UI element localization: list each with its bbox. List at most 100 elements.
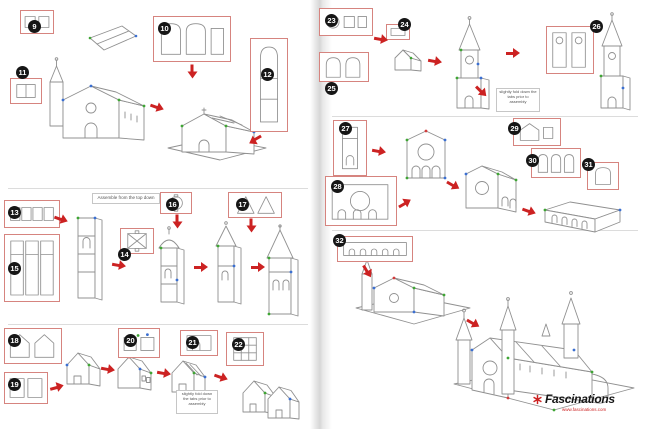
step-13-badge: 13 <box>8 206 21 219</box>
church-stage-1-drawing <box>38 52 152 142</box>
small-house-drawing <box>390 42 426 74</box>
step-17-badge: 17 <box>236 198 249 211</box>
house-stage-2-drawing <box>110 344 156 394</box>
step-15-parts-drawing <box>10 240 54 296</box>
step-14-parts-drawing <box>127 230 147 252</box>
assembly-arrow-icon <box>100 363 116 376</box>
brand-url: www.fascinations.com <box>562 407 607 412</box>
houses-final-art <box>242 380 300 420</box>
church-stage-2-art <box>167 107 267 161</box>
page-gutter <box>310 0 332 429</box>
church-stage-1-art <box>49 57 146 141</box>
tower-final-art <box>266 224 299 317</box>
step-26-badge: 26 <box>590 20 603 33</box>
assembly-arrow-icon <box>49 380 65 394</box>
house-stage-2-art <box>117 355 153 391</box>
step-22-badge: 22 <box>232 338 245 351</box>
assembly-order-note: Assemble from the top down <box>92 193 160 204</box>
assembly-arrow-icon <box>427 55 443 68</box>
step-28-badge: 28 <box>331 180 344 193</box>
step-26-parts-box <box>546 26 594 74</box>
step-25-badge: 25 <box>325 82 338 95</box>
assembly-arrow-icon <box>251 262 265 273</box>
step-14-badge: 14 <box>118 248 131 261</box>
tower-final-drawing <box>256 224 306 318</box>
house-stage-1-art <box>65 352 101 387</box>
step-31-parts-drawing <box>595 167 611 185</box>
step-31-badge: 31 <box>582 158 595 171</box>
fascinations-logo-icon <box>533 394 542 404</box>
step-29-parts-drawing <box>519 123 554 141</box>
facade-wall-drawing <box>398 128 454 186</box>
step-21-parts-box <box>180 330 218 356</box>
step-14-parts-box <box>120 228 154 254</box>
assembly-arrow-icon <box>172 215 183 229</box>
step-29-badge: 29 <box>508 122 521 135</box>
tower-stage-3-drawing <box>203 220 251 308</box>
step-21-badge: 21 <box>186 336 199 349</box>
house-stage-3-art <box>171 360 207 395</box>
step-26-parts-drawing <box>552 32 586 68</box>
step-24-badge: 24 <box>398 18 411 31</box>
step-25-parts-box <box>319 52 369 82</box>
step-30-parts-box <box>531 148 581 178</box>
section-divider <box>8 188 308 189</box>
assembly-arrow-icon <box>396 195 414 212</box>
step-11-parts-box <box>10 78 42 104</box>
step-32-parts-drawing <box>343 242 407 256</box>
step-32-badge: 32 <box>333 234 346 247</box>
step-24-parts-drawing <box>390 28 406 36</box>
step-16-badge: 16 <box>166 198 179 211</box>
houses-final-drawing <box>238 366 302 422</box>
step-19-parts-box <box>4 372 48 404</box>
church-stage-2-drawing <box>166 92 270 170</box>
roof-panel-art <box>88 25 138 51</box>
tower-stage-2-drawing <box>146 220 194 308</box>
assembly-arrow-icon <box>187 65 198 79</box>
step-25-parts-drawing <box>325 57 361 78</box>
tower-stage-3-art <box>215 221 242 305</box>
step-32-parts-box <box>337 236 413 262</box>
cathedral-final-drawing <box>446 280 642 426</box>
assembly-arrow-icon <box>194 262 208 273</box>
step-22-parts-drawing <box>233 337 257 361</box>
section-divider <box>332 116 638 117</box>
clock-tower-stage-drawing <box>444 14 498 112</box>
small-house-art <box>394 49 422 72</box>
step-23-badge: 23 <box>325 14 338 27</box>
fold-tabs-note-left: slightly fold down the tabs prior to ass… <box>176 390 218 414</box>
step-28-parts-drawing <box>331 184 389 220</box>
tower-stage-1-art <box>76 216 103 301</box>
clock-tower-final-art <box>599 12 631 111</box>
cathedral-final-art <box>453 291 635 412</box>
step-9-badge: 9 <box>28 20 41 33</box>
assembly-arrow-icon <box>506 48 520 59</box>
step-15-badge: 15 <box>8 262 21 275</box>
step-11-parts-drawing <box>16 84 36 98</box>
step-30-badge: 30 <box>526 154 539 167</box>
house-stage-3-drawing <box>164 348 210 398</box>
step-20-badge: 20 <box>124 334 137 347</box>
facade-assembly-drawing <box>456 158 524 218</box>
facade-wall-art <box>405 129 447 180</box>
section-divider <box>8 324 308 325</box>
step-11-badge: 11 <box>16 66 29 79</box>
tower-stage-2-art <box>158 226 185 305</box>
facade-assembly-art <box>464 165 518 213</box>
house-stage-1-drawing <box>60 340 104 390</box>
fold-tabs-note-right: slightly fold down the tabs prior to ass… <box>496 88 540 112</box>
step-18-badge: 18 <box>8 334 21 347</box>
assembly-arrow-icon <box>213 370 230 385</box>
assembly-arrow-icon <box>373 33 389 46</box>
section-divider <box>332 230 638 231</box>
tower-stage-1-drawing <box>62 198 110 304</box>
step-22-parts-box <box>226 332 264 366</box>
step-27-badge: 27 <box>339 122 352 135</box>
step-29-parts-box <box>513 118 561 146</box>
clock-tower-final-drawing <box>594 8 636 114</box>
clock-tower-stage-art <box>455 16 490 110</box>
step-30-parts-drawing <box>537 154 575 173</box>
brand-name: Fascinations <box>545 392 615 406</box>
step-12-badge: 12 <box>261 68 274 81</box>
cloister-assembly-art <box>543 201 622 233</box>
